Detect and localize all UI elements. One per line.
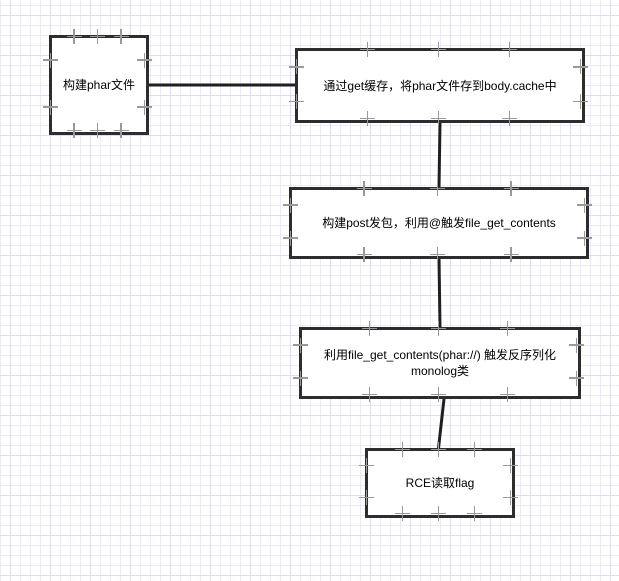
- connection-anchor-icon[interactable]: [359, 490, 374, 505]
- connection-anchor-icon[interactable]: [395, 506, 410, 521]
- connection-anchor-icon[interactable]: [289, 59, 304, 75]
- flow-node-rce-read-flag[interactable]: RCE读取flag: [359, 442, 518, 521]
- connection-anchor-icon[interactable]: [293, 370, 308, 386]
- connection-anchor-icon[interactable]: [430, 181, 445, 196]
- connection-anchor-icon[interactable]: [359, 458, 374, 473]
- connection-anchor-icon[interactable]: [113, 123, 129, 138]
- connection-anchor-icon[interactable]: [43, 99, 58, 115]
- connection-anchor-icon[interactable]: [467, 506, 482, 521]
- connection-anchor-icon[interactable]: [113, 29, 129, 44]
- connection-anchor-icon[interactable]: [569, 370, 584, 386]
- connection-anchor-icon[interactable]: [577, 230, 592, 246]
- flow-node-label: 构建post发包，利用@触发file_get_contents: [322, 216, 556, 230]
- connection-anchor-icon[interactable]: [573, 93, 588, 109]
- flow-node-label: RCE读取flag: [405, 476, 475, 490]
- connection-anchor-icon[interactable]: [430, 247, 445, 262]
- connection-anchor-icon[interactable]: [502, 42, 517, 57]
- connection-anchor-icon[interactable]: [431, 321, 446, 336]
- connection-anchor-icon[interactable]: [66, 29, 82, 44]
- connection-anchor-icon[interactable]: [362, 387, 377, 402]
- connection-anchor-icon[interactable]: [573, 59, 588, 75]
- connection-anchor-icon[interactable]: [360, 42, 375, 57]
- connection-anchor-icon[interactable]: [431, 506, 446, 521]
- connection-anchor-icon[interactable]: [503, 490, 518, 505]
- connection-anchor-icon[interactable]: [283, 230, 298, 246]
- connection-anchor-icon[interactable]: [503, 247, 519, 262]
- connector-post-trigger-to-deserialize[interactable]: [437, 258, 442, 328]
- connection-anchor-icon[interactable]: [356, 247, 372, 262]
- flow-node-label: 通过get缓存，将phar文件存到body.cache中: [323, 78, 557, 93]
- connector-deserialize-to-rce[interactable]: [437, 398, 446, 449]
- connection-anchor-icon[interactable]: [356, 181, 372, 196]
- connection-anchor-icon[interactable]: [137, 52, 152, 68]
- connection-anchor-icon[interactable]: [431, 387, 446, 402]
- connection-anchor-icon[interactable]: [569, 337, 584, 353]
- connection-anchor-icon[interactable]: [283, 197, 298, 213]
- flow-node-build-phar[interactable]: 构建phar文件: [43, 29, 152, 138]
- connection-anchor-icon[interactable]: [467, 442, 482, 457]
- connection-anchor-icon[interactable]: [503, 458, 518, 473]
- connection-anchor-icon[interactable]: [360, 111, 375, 126]
- flow-node-post-trigger-fgc[interactable]: 构建post发包，利用@触发file_get_contents: [283, 181, 592, 262]
- connection-anchor-icon[interactable]: [431, 42, 446, 57]
- connection-anchor-icon[interactable]: [66, 123, 82, 138]
- connection-anchor-icon[interactable]: [293, 337, 308, 353]
- connection-anchor-icon[interactable]: [43, 52, 58, 68]
- connection-anchor-icon[interactable]: [500, 387, 515, 402]
- connection-anchor-icon[interactable]: [503, 181, 519, 196]
- flow-node-label: 构建phar文件: [62, 78, 136, 92]
- connection-anchor-icon[interactable]: [431, 111, 446, 126]
- connector-get-cache-to-post-trigger[interactable]: [437, 122, 442, 188]
- connection-anchor-icon[interactable]: [90, 29, 105, 44]
- flow-node-label: 利用file_get_contents(phar://) 触发反序列化 mono…: [323, 348, 557, 378]
- connection-anchor-icon[interactable]: [502, 111, 517, 126]
- connection-anchor-icon[interactable]: [500, 321, 515, 336]
- connection-anchor-icon[interactable]: [362, 321, 377, 336]
- flow-node-get-cache-store[interactable]: 通过get缓存，将phar文件存到body.cache中: [289, 42, 588, 126]
- connection-anchor-icon[interactable]: [395, 442, 410, 457]
- connection-anchor-icon[interactable]: [137, 99, 152, 115]
- connection-anchor-icon[interactable]: [577, 197, 592, 213]
- connection-anchor-icon[interactable]: [431, 442, 446, 457]
- flow-node-phar-deserialize[interactable]: 利用file_get_contents(phar://) 触发反序列化 mono…: [293, 321, 584, 402]
- connection-anchor-icon[interactable]: [289, 93, 304, 109]
- connection-anchor-icon[interactable]: [90, 123, 105, 138]
